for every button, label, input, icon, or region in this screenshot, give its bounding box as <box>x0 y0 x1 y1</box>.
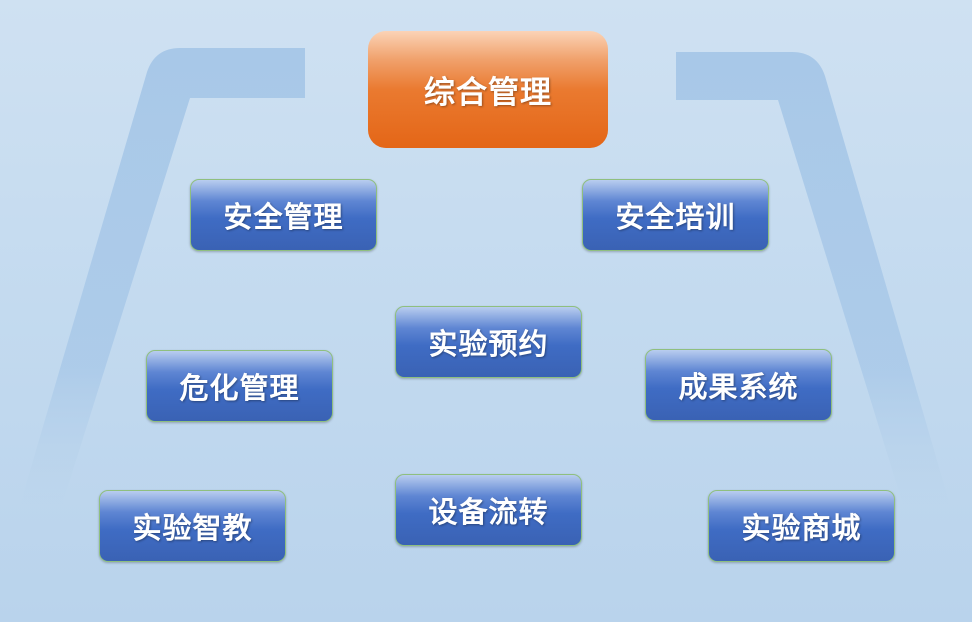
module-equipment-transfer[interactable]: 设备流转 <box>395 474 582 546</box>
module-lab-mall[interactable]: 实验商城 <box>708 490 895 562</box>
module-achievements[interactable]: 成果系统 <box>645 349 832 421</box>
module-hazardous-chemicals[interactable]: 危化管理 <box>146 350 333 422</box>
module-safety-management[interactable]: 安全管理 <box>190 179 377 251</box>
module-safety-training[interactable]: 安全培训 <box>582 179 769 251</box>
module-lab-reservation[interactable]: 实验预约 <box>395 306 582 378</box>
right-bracket <box>676 52 950 505</box>
module-smart-teaching[interactable]: 实验智教 <box>99 490 286 562</box>
left-bracket <box>20 48 305 505</box>
top-module-comprehensive-management[interactable]: 综合管理 <box>368 31 608 148</box>
